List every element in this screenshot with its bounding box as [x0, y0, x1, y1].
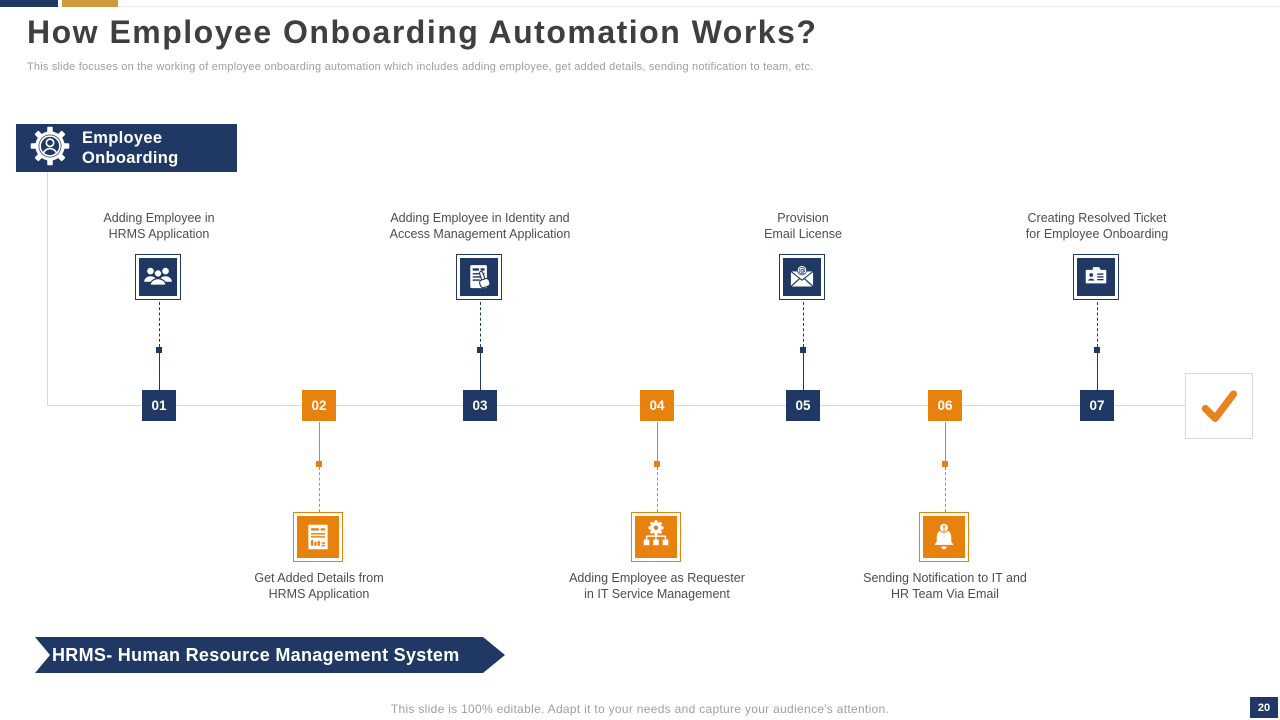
report-icon: [293, 512, 343, 562]
svg-text:@: @: [798, 266, 806, 275]
hrms-banner: HRMS- Human Resource Management System: [35, 637, 505, 673]
accent-bar-navy: [0, 0, 58, 7]
step-number-04: 04: [640, 390, 674, 421]
bell-alert-icon: !: [919, 512, 969, 562]
timeline-step-07: Creating Resolved Ticket for Employee On…: [967, 210, 1227, 390]
connector-dashed: [479, 302, 481, 347]
step-04-label: Adding Employee as Requester in IT Servi…: [569, 571, 745, 601]
connector-dot: [942, 461, 948, 467]
connector-dot: [477, 347, 483, 353]
service-gear-icon: [631, 512, 681, 562]
timeline-line: [47, 405, 1185, 406]
timeline-step-06: ! Sending Notification to IT and HR Team…: [815, 422, 1075, 607]
gear-person-icon: [28, 124, 72, 173]
timeline-step-01: Adding Employee in HRMS Application: [29, 210, 289, 390]
step-number-02: 02: [302, 390, 336, 421]
connector-solid: [1096, 353, 1098, 390]
footer-note: This slide is 100% editable. Adapt it to…: [390, 702, 890, 716]
step-07-label: Creating Resolved Ticket for Employee On…: [1025, 211, 1169, 241]
connector-dashed: [802, 302, 804, 347]
connector-dot: [800, 347, 806, 353]
timeline-step-04: Adding Employee as Requester in IT Servi…: [527, 422, 787, 607]
page-subtitle: This slide focuses on the working of emp…: [27, 61, 814, 73]
employee-onboarding-badge: Employee Onboarding: [16, 124, 237, 172]
step-05-label: Provision Email License: [764, 211, 842, 241]
connector-solid: [656, 422, 658, 461]
connector-dashed: [656, 467, 658, 512]
step-01-label: Adding Employee in HRMS Application: [103, 211, 215, 241]
connector-solid: [158, 353, 160, 390]
connector-dot: [316, 461, 322, 467]
connector-dot: [156, 347, 162, 353]
step-number-03: 03: [463, 390, 497, 421]
svg-text:!: !: [942, 524, 946, 533]
connector-dashed: [944, 467, 946, 512]
connector-dashed: [158, 302, 160, 347]
step-number-01: 01: [142, 390, 176, 421]
connector-solid: [318, 422, 320, 461]
timeline-step-03: Adding Employee in Identity and Access M…: [350, 210, 610, 390]
form-hand-icon: [456, 254, 502, 300]
step-02-label: Get Added Details from HRMS Application: [254, 571, 384, 601]
accent-bar-gold: [62, 0, 118, 7]
step-number-06: 06: [928, 390, 962, 421]
step-06-label: Sending Notification to IT and HR Team V…: [863, 571, 1027, 601]
top-divider-line: [0, 6, 1280, 7]
connector-dot: [654, 461, 660, 467]
badge-connector-line: [47, 172, 48, 406]
badge-label: Employee Onboarding: [82, 129, 179, 167]
team-icon: [135, 254, 181, 300]
page-number: 20: [1250, 697, 1278, 718]
connector-dot: [1094, 347, 1100, 353]
connector-solid: [802, 353, 804, 390]
email-icon: @: [779, 254, 825, 300]
timeline-step-02: Get Added Details from HRMS Application: [189, 422, 449, 607]
check-mark-icon: [1185, 373, 1253, 439]
connector-dashed: [318, 467, 320, 512]
page-title: How Employee Onboarding Automation Works…: [27, 14, 818, 50]
connector-solid: [479, 353, 481, 390]
step-number-07: 07: [1080, 390, 1114, 421]
hrms-banner-label: HRMS- Human Resource Management System: [52, 644, 460, 665]
id-card-icon: [1073, 254, 1119, 300]
timeline-step-05: Provision Email License @: [673, 210, 933, 390]
connector-solid: [944, 422, 946, 461]
connector-dashed: [1096, 302, 1098, 347]
step-number-05: 05: [786, 390, 820, 421]
step-03-label: Adding Employee in Identity and Access M…: [389, 211, 571, 241]
